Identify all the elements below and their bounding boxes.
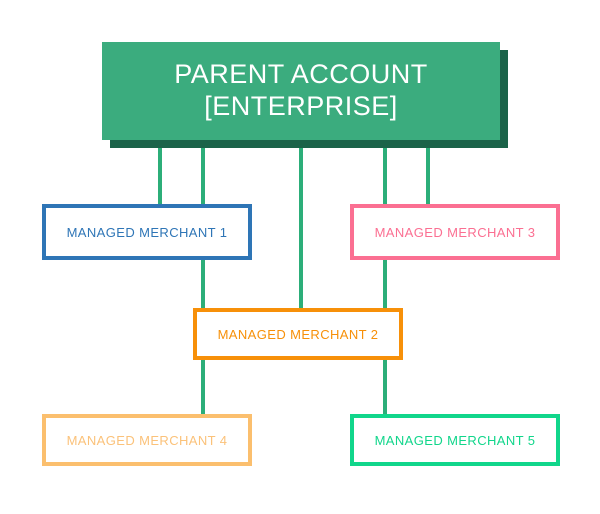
parent-account-node[interactable]: PARENT ACCOUNT [ENTERPRISE]	[102, 42, 500, 140]
managed-merchant-1-node[interactable]: MANAGED MERCHANT 1	[42, 204, 252, 260]
connector-merchant-3-to-merchant-2	[383, 258, 387, 310]
managed-merchant-5-label: MANAGED MERCHANT 5	[374, 432, 536, 448]
connector-parent-to-merchant-3-passthrough	[383, 140, 387, 206]
managed-merchant-3-label: MANAGED MERCHANT 3	[374, 224, 536, 240]
connector-merchant-2-to-merchant-5	[383, 358, 387, 416]
managed-merchant-4-node[interactable]: MANAGED MERCHANT 4	[42, 414, 252, 466]
managed-merchant-2-label: MANAGED MERCHANT 2	[217, 326, 379, 342]
managed-merchant-1-label: MANAGED MERCHANT 1	[66, 224, 228, 240]
connector-merchant-2-to-merchant-4	[201, 358, 205, 416]
managed-merchant-5-node[interactable]: MANAGED MERCHANT 5	[350, 414, 560, 466]
connector-parent-to-merchant-3	[426, 140, 430, 206]
managed-merchant-2-node[interactable]: MANAGED MERCHANT 2	[193, 308, 403, 360]
connector-parent-to-merchant-2	[299, 140, 303, 310]
managed-merchant-3-node[interactable]: MANAGED MERCHANT 3	[350, 204, 560, 260]
connector-merchant-1-to-merchant-2	[201, 258, 205, 310]
managed-merchant-4-label: MANAGED MERCHANT 4	[66, 432, 228, 448]
connector-parent-to-merchant-1	[158, 140, 162, 206]
parent-account-label: PARENT ACCOUNT [ENTERPRISE]	[174, 59, 428, 121]
connector-parent-to-merchant-1-passthrough	[201, 140, 205, 206]
